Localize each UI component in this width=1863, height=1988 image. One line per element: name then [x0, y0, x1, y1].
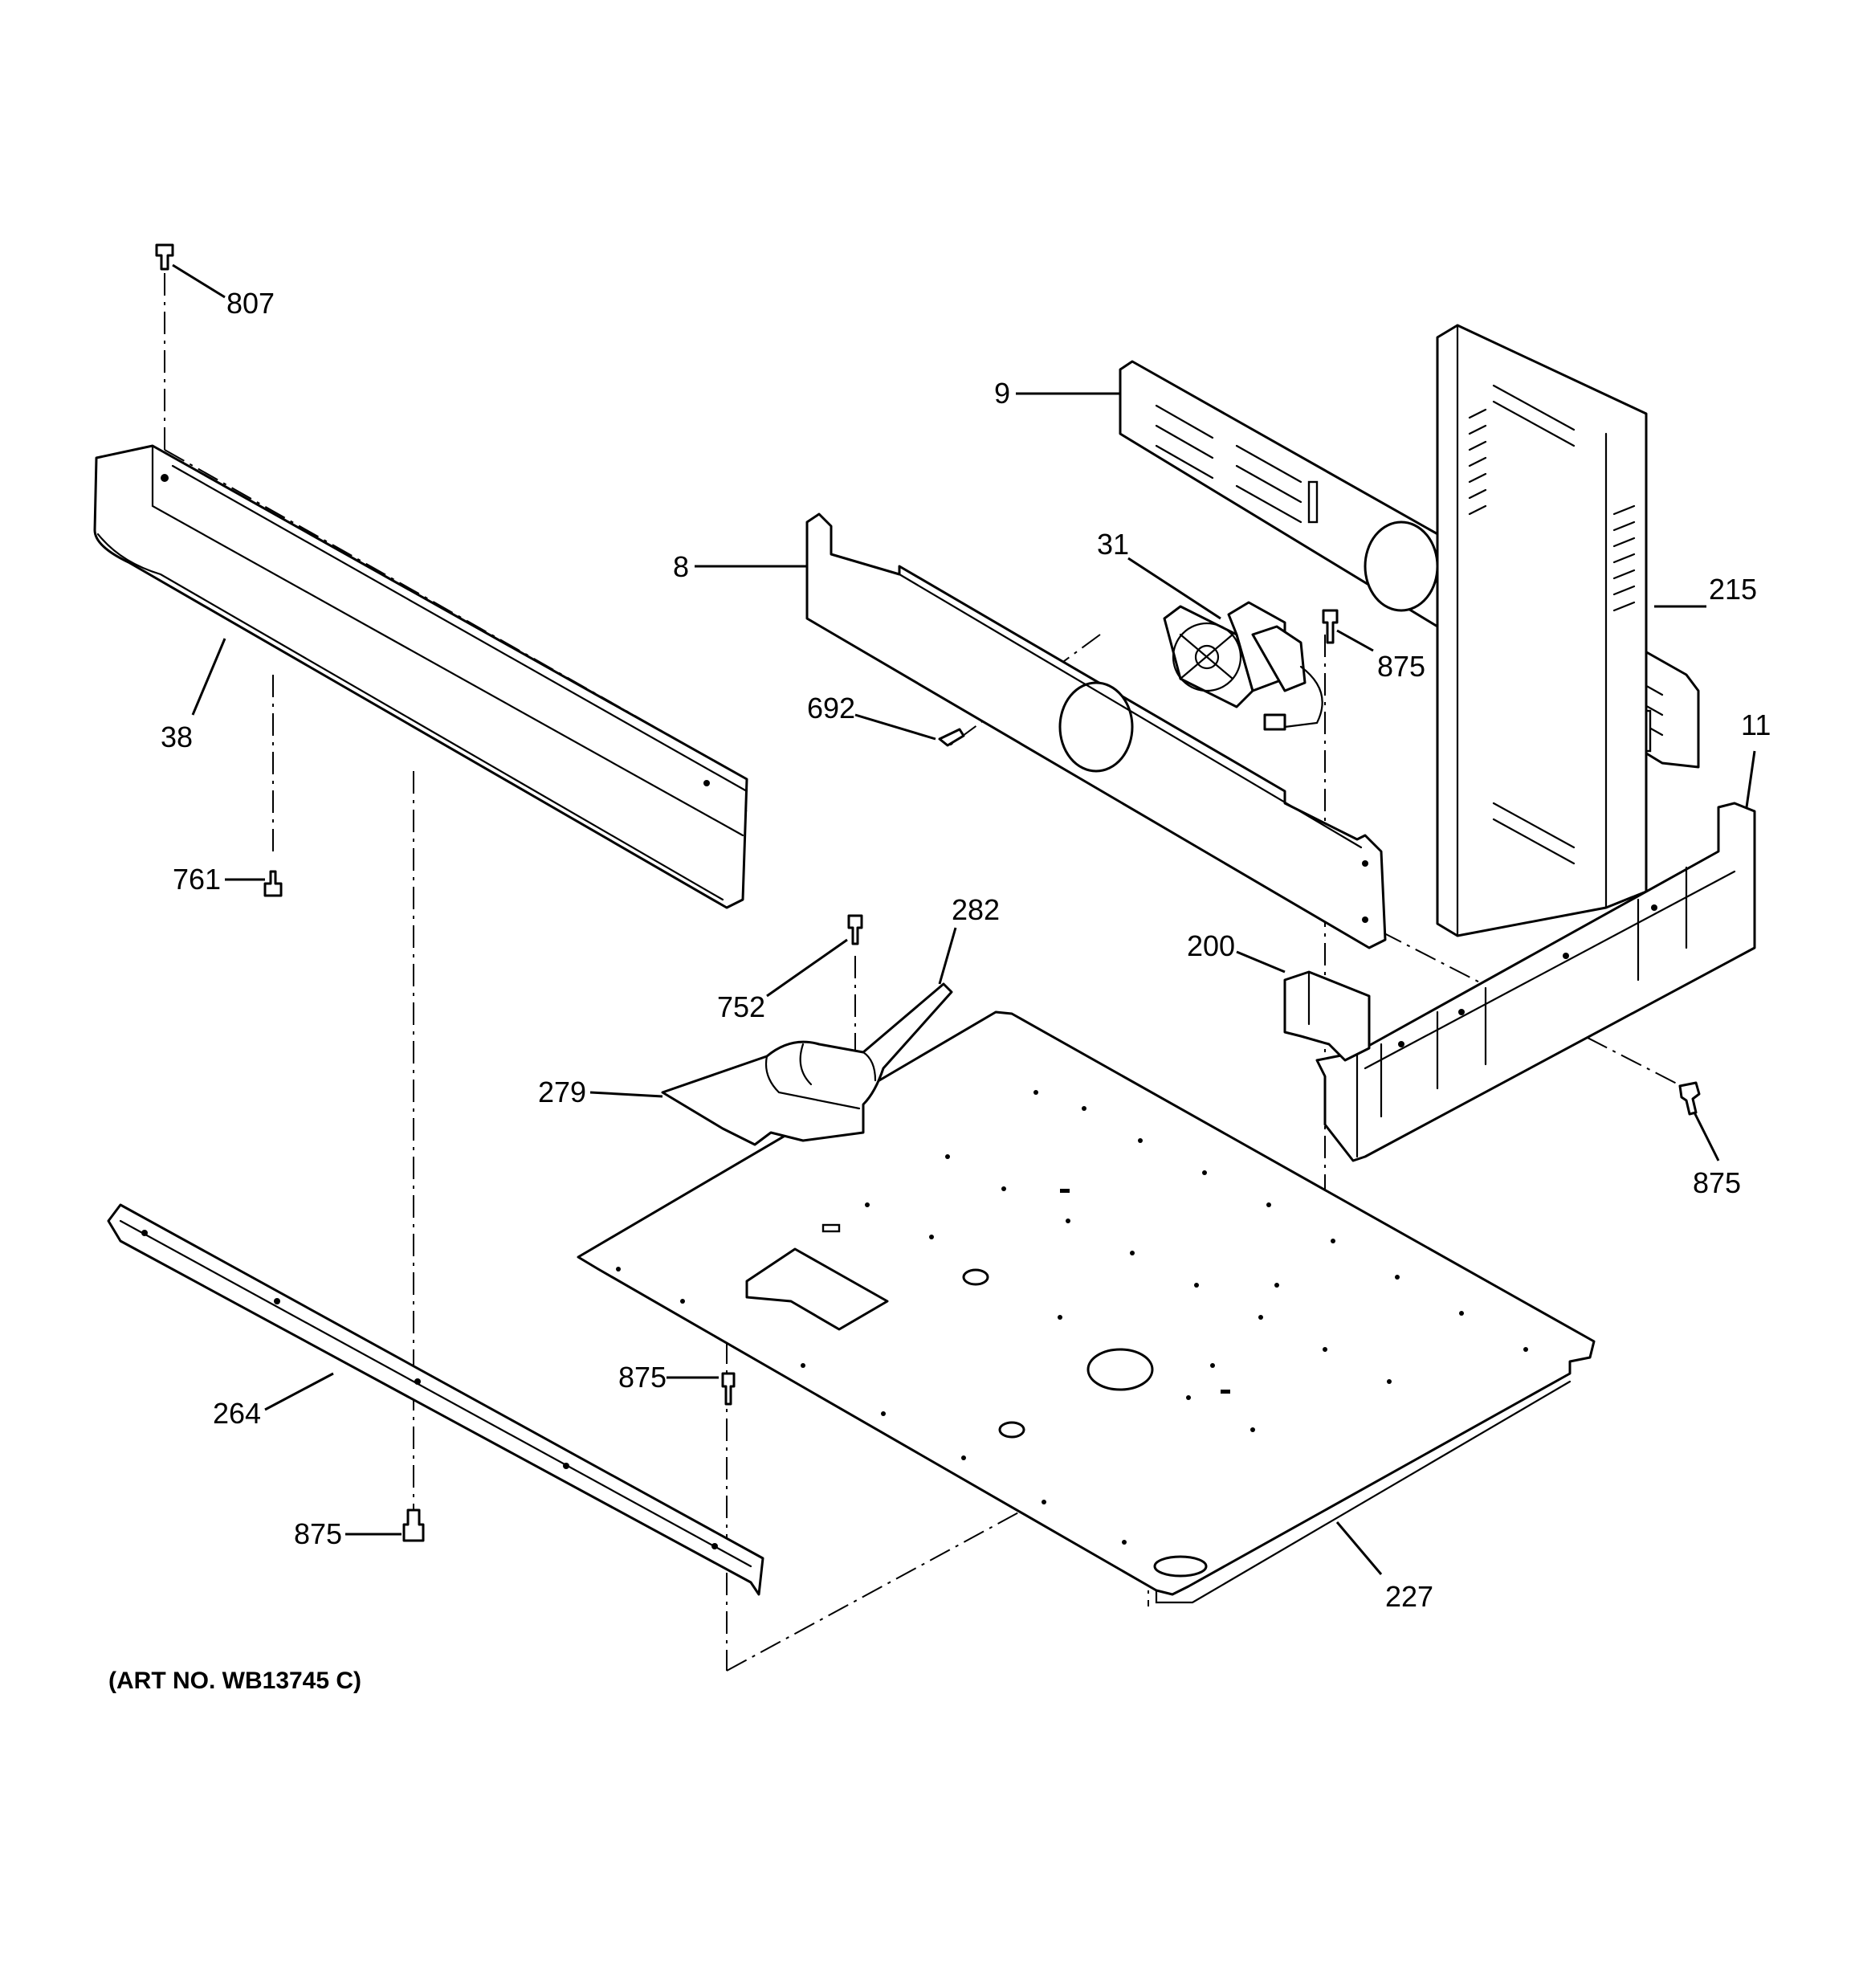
callout-279: 279: [538, 1076, 586, 1108]
callout-38: 38: [161, 720, 193, 753]
callout-875-right: 875: [1693, 1166, 1741, 1199]
screw-875-left: [402, 1508, 425, 1542]
callout-264: 264: [213, 1397, 261, 1430]
callout-875-left: 875: [294, 1517, 342, 1550]
callout-31: 31: [1097, 528, 1129, 561]
callout-200: 200: [1187, 929, 1235, 962]
callout-875-mid: 875: [618, 1361, 667, 1394]
callout-692: 692: [807, 692, 855, 725]
screw-752: [847, 914, 863, 945]
leader-lines: [172, 263, 1756, 1575]
part-215-vertical-column: [1436, 324, 1648, 937]
part-11-rear-bracket: [1315, 802, 1756, 1162]
callout-9: 9: [994, 377, 1010, 410]
screw-807: [155, 243, 174, 271]
callout-labels: 807 9 8 31 875 215 38 692 11 761 282 200…: [161, 287, 1771, 1613]
screw-875-right: [1678, 1081, 1701, 1116]
part-264-lower-rail: [107, 1203, 764, 1596]
callout-282: 282: [952, 893, 1000, 926]
callout-807: 807: [226, 287, 275, 320]
callout-11: 11: [1741, 708, 1771, 741]
screw-875-mid: [721, 1372, 736, 1406]
part-227-bottom-tray: [577, 1010, 1596, 1604]
screw-875-fan: [1322, 609, 1339, 644]
screw-692: [938, 728, 965, 747]
callout-227: 227: [1385, 1580, 1433, 1613]
art-number: (ART NO. WB13745 C): [108, 1668, 361, 1694]
callout-752: 752: [717, 990, 765, 1023]
callout-8: 8: [673, 550, 689, 583]
callout-215: 215: [1709, 573, 1757, 606]
part-8-fan-bracket: [805, 512, 1387, 949]
part-31-cooling-fan: [1163, 601, 1323, 731]
callout-761: 761: [173, 863, 221, 896]
screw-761: [263, 870, 283, 897]
part-279-282-air-duct: [661, 982, 953, 1146]
part-200-foam-block: [1283, 970, 1371, 1062]
part-38-trim-bar: [93, 444, 748, 909]
callout-875-fan: 875: [1377, 650, 1425, 683]
